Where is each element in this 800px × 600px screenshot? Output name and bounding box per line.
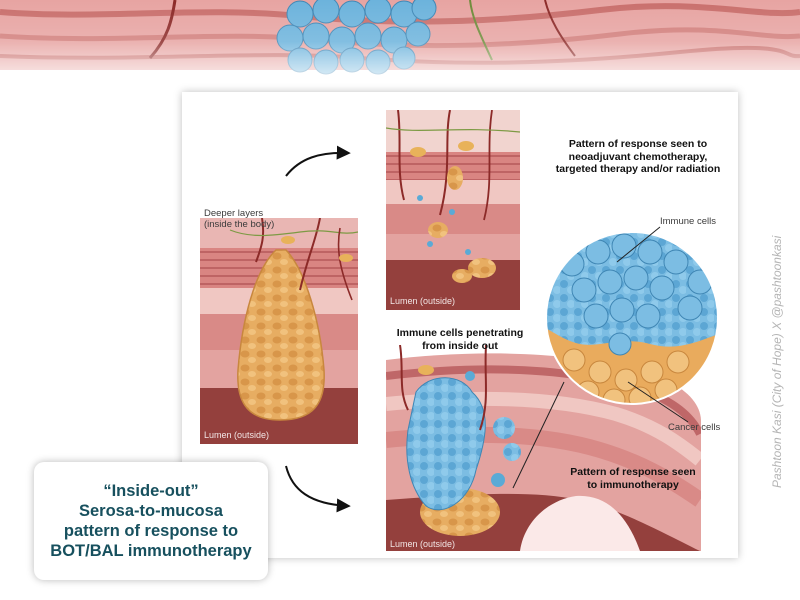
bottom-lumen-label: Lumen (outside) [390,539,456,549]
top-tissue-banner [0,0,800,92]
arrow-to-immunotherapy-response [285,465,351,513]
tumor-mass [237,249,325,421]
title-text: “Inside-out” Serosa-to-mucosa pattern of… [50,482,252,560]
zoom-circle [512,226,719,489]
top-lumen-label: Lumen (outside) [390,296,456,306]
immune-cells-label: Immune cells [660,216,716,227]
cancer-cells-pointer [627,381,689,423]
arrow-to-chemo-response [285,145,351,177]
left-lumen-label: Lumen (outside) [204,430,270,440]
chemo-response-caption: Pattern of response seen to neoadjuvant … [555,138,721,175]
author-credit: Pashtoon Kasi (City of Hope) X @pashtoon… [770,235,784,488]
deeper-layers-label: Deeper layers (inside the body) [204,208,275,230]
immune-cell-mass [406,377,486,511]
immunotherapy-response-caption: Pattern of response seen to immunotherap… [570,466,696,491]
top-tissue-illustration [386,110,520,310]
left-tissue-illustration [200,218,358,444]
immune-penetration-heading: Immune cells penetrating from inside out [396,327,524,352]
cancer-cells-label: Cancer cells [668,422,721,433]
immune-cells-pointer [616,226,661,263]
title-card: “Inside-out” Serosa-to-mucosa pattern of… [34,462,268,580]
